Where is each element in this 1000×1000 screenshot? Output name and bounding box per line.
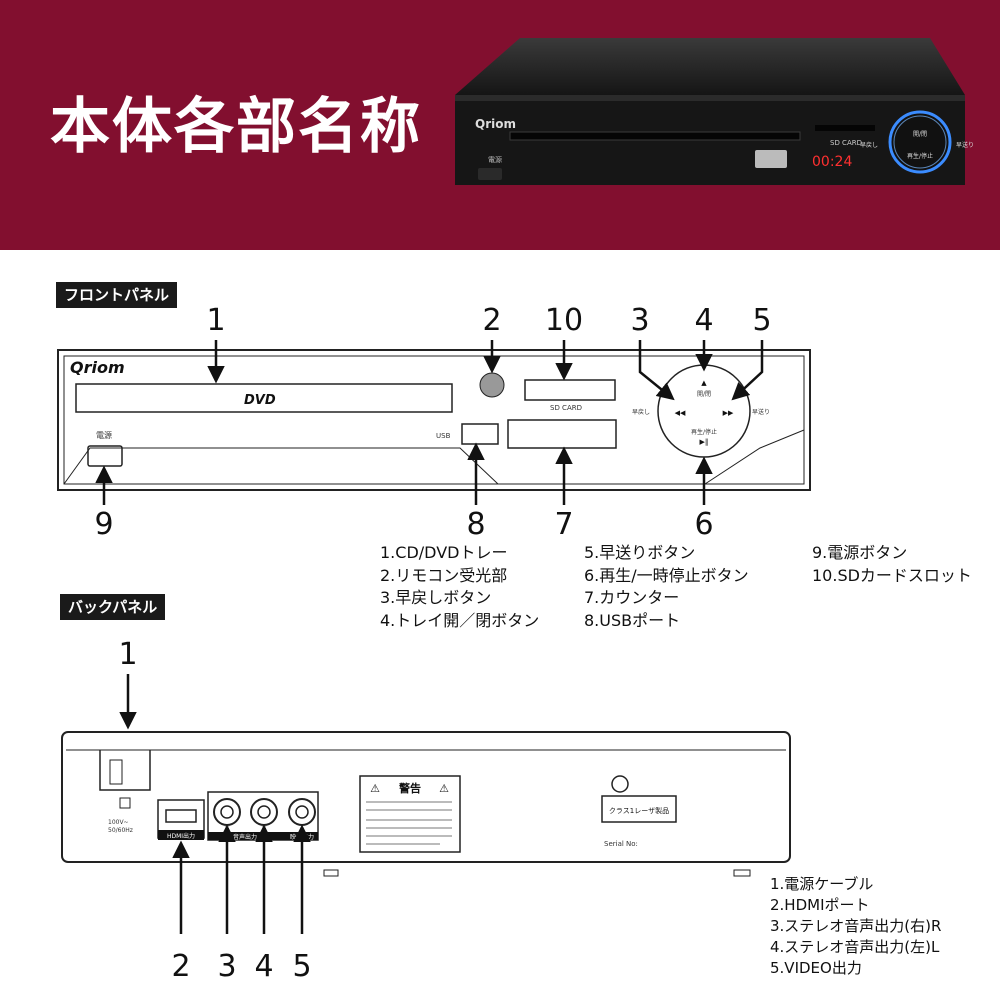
back-hdmi-label: HDMI出力: [167, 832, 195, 840]
photo-brand: Qriom: [475, 117, 516, 131]
front-callout-6: 6: [694, 507, 714, 542]
legend-item: 2.HDMIポート: [770, 896, 870, 914]
photo-rewind-label: 早戻し: [860, 141, 878, 149]
front-legend-col3: 9.電源ボタン 10.SDカードスロット: [812, 542, 972, 587]
front-legend-col2: 5.早送りボタン 6.再生/一時停止ボタン 7.カウンター 8.USBポート: [584, 542, 749, 632]
back-callout-5: 5: [292, 949, 312, 984]
front-eject-label: 開/閉: [697, 391, 711, 398]
legend-item: 3.早戻しボタン: [380, 588, 492, 607]
legend-item: 10.SDカードスロット: [812, 565, 972, 585]
rewind-icon: ◀◀: [675, 409, 686, 417]
photo-usb-port: [755, 150, 787, 168]
front-callout-7: 7: [554, 507, 574, 542]
back-serial: Serial No:: [604, 840, 638, 848]
front-callout-arrows: [95, 340, 764, 505]
front-play-label: 再生/停止: [691, 428, 717, 436]
front-legend-col1: 1.CD/DVDトレー 2.リモコン受光部 3.早戻しボタン 4.トレイ開／閉ボ…: [380, 542, 539, 632]
front-callout-8: 8: [466, 507, 486, 542]
back-hdmi-label-bg: [158, 830, 204, 840]
front-callout-10: 10: [544, 303, 584, 338]
photo-sd-label: SD CARD: [830, 139, 862, 147]
photo-power-label: 電源: [488, 155, 502, 164]
back-callout-3: 3: [217, 949, 237, 984]
back-callout-1: 1: [118, 637, 138, 672]
back-power-rating: 100V~50/60Hz: [108, 819, 133, 834]
front-panel-label: フロントパネル: [56, 282, 178, 308]
back-warning-title: 警告: [398, 781, 421, 795]
legend-item: 3.ステレオ音声出力(右)R: [770, 917, 942, 935]
front-panel-outline: [57, 349, 811, 491]
back-panel-drawing: [61, 731, 791, 877]
back-screw: [611, 775, 629, 793]
legend-item: 4.ステレオ音声出力(左)L: [770, 938, 940, 956]
back-legend: 1.電源ケーブル 2.HDMIポート 3.ステレオ音声出力(右)R 4.ステレオ…: [770, 874, 941, 979]
back-panel-outline: [61, 731, 791, 863]
front-rewind-label: 早戻し: [632, 408, 650, 416]
front-usb-port: [461, 423, 499, 445]
back-callout-2: 2: [171, 949, 191, 984]
front-power-label: 電源: [96, 431, 112, 440]
power-rating-line: 50/60Hz: [108, 827, 133, 834]
legend-item: 5.VIDEO出力: [770, 959, 862, 977]
back-video-jack: [288, 798, 316, 826]
warning-icon-right: ⚠: [439, 782, 449, 795]
back-callout-arrows: [119, 674, 311, 934]
front-dvd-text: DVD: [244, 393, 276, 408]
photo-forward-label: 早送り: [956, 141, 974, 149]
back-audio-r-jack: [213, 798, 241, 826]
back-laser-label: [601, 795, 677, 823]
photo-play-label: 再生/停止: [907, 152, 933, 160]
back-warning-label: [359, 775, 461, 853]
legend-item: 1.CD/DVDトレー: [380, 543, 508, 562]
warning-icon-left: ⚠: [370, 782, 380, 795]
legend-item: 6.再生/一時停止ボタン: [584, 565, 749, 585]
play-pause-icon: ▶‖: [700, 438, 709, 446]
front-counter: [507, 419, 617, 449]
front-callout-5: 5: [752, 303, 772, 338]
page-title: 本体各部名称: [50, 92, 422, 162]
eject-icon: ▲: [701, 379, 707, 387]
front-callout-9: 9: [94, 507, 114, 542]
back-laser-text: クラス1レーザ製品: [609, 806, 669, 815]
back-panel-label: バックパネル: [60, 594, 166, 620]
device-photo: Qriom SD CARD 00:24 開/閉 再生/停止 早戻し 早送り 電源: [455, 38, 974, 185]
photo-display: 00:24: [812, 154, 852, 170]
front-callout-2: 2: [482, 303, 502, 338]
front-ir-receiver: [479, 372, 505, 398]
legend-item: 1.電源ケーブル: [770, 875, 874, 893]
photo-disc-tray: [509, 131, 801, 141]
legend-item: 4.トレイ開／閉ボタン: [380, 610, 540, 630]
back-callout-4: 4: [254, 949, 274, 984]
front-callout-3: 3: [630, 303, 650, 338]
photo-power-button: [478, 168, 502, 180]
front-callout-4: 4: [694, 303, 714, 338]
warning-fine-print: [366, 801, 452, 845]
front-panel-drawing: [57, 349, 811, 491]
legend-item: 5.早送りボタン: [584, 543, 696, 562]
front-callout-1: 1: [206, 303, 226, 338]
front-brand: Qriom: [70, 358, 125, 377]
legend-item: 2.リモコン受光部: [380, 565, 508, 585]
front-forward-label: 早送り: [752, 408, 770, 416]
legend-item: 7.カウンター: [584, 588, 680, 607]
legend-item: 8.USBポート: [584, 610, 681, 630]
forward-icon: ▶▶: [723, 409, 734, 417]
front-usb-label: USB: [436, 432, 451, 440]
front-sd-label: SD CARD: [550, 404, 582, 412]
back-audio-label: 音声出力: [233, 833, 257, 841]
front-sd-slot: [524, 379, 616, 401]
photo-control-ring: [888, 110, 952, 174]
legend-item: 9.電源ボタン: [812, 543, 908, 562]
back-audio-l-jack: [250, 798, 278, 826]
front-disc-tray: [75, 383, 453, 413]
back-power-cable: [99, 750, 151, 791]
front-power-button: [87, 445, 123, 467]
photo-eject-label: 開/閉: [913, 131, 927, 138]
photo-sd-slot: [815, 125, 875, 131]
power-rating-line: 100V~: [108, 819, 129, 826]
